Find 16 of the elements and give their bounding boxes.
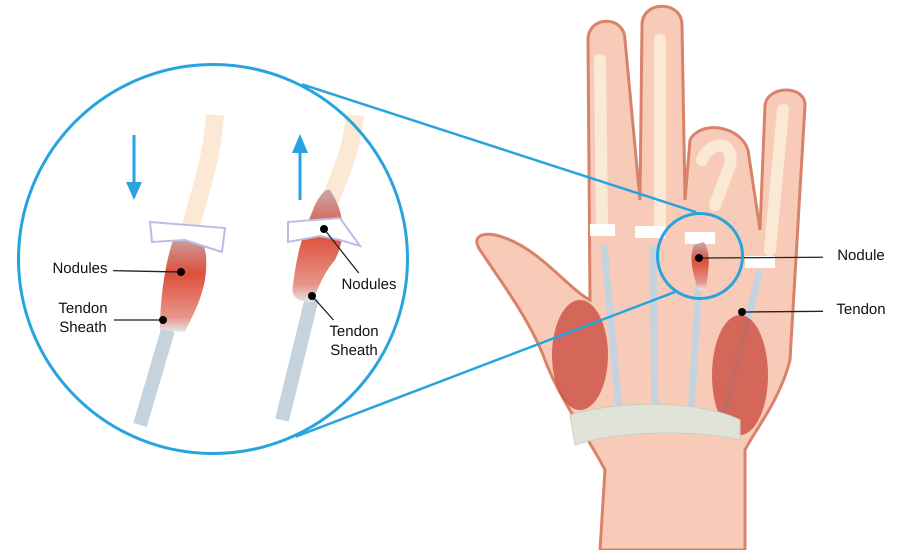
part-label: Tendon Sheath xyxy=(326,322,382,364)
magnifier-circle xyxy=(656,212,744,300)
zoom-line xyxy=(302,83,697,214)
part-label: Nodules xyxy=(50,259,110,281)
leader-line xyxy=(114,319,159,321)
part-label: Tendon Sheath xyxy=(55,299,111,341)
leader-line xyxy=(326,232,360,274)
part-label: Tendon xyxy=(826,300,896,322)
leader-line xyxy=(703,256,823,259)
part-label: Nodules xyxy=(340,275,398,297)
leader-line xyxy=(314,298,334,320)
part-label: Nodule xyxy=(826,246,896,268)
magnified-view-circle xyxy=(17,63,409,455)
leader-line xyxy=(746,310,823,313)
leader-dot xyxy=(159,316,167,324)
zoom-line xyxy=(295,290,676,438)
